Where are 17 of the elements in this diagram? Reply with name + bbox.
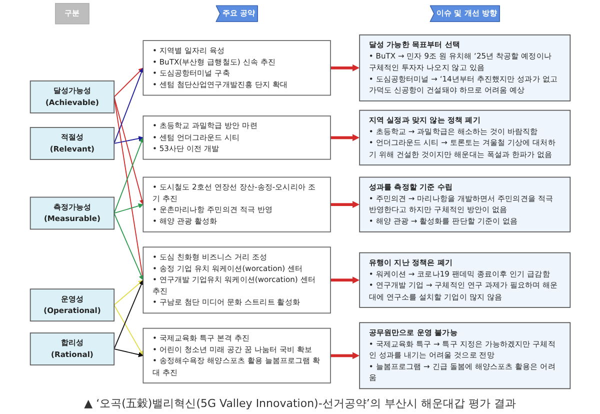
arrow bbox=[113, 203, 144, 214]
arrow bbox=[113, 280, 144, 350]
arrow bbox=[330, 276, 360, 284]
arrow bbox=[113, 136, 144, 144]
arrow bbox=[330, 134, 360, 142]
arrow bbox=[113, 304, 144, 356]
arrow bbox=[113, 137, 144, 214]
arrow bbox=[330, 64, 360, 72]
arrow bbox=[330, 352, 360, 360]
arrow bbox=[330, 201, 360, 208]
caption: ▲ ‘오곡(五穀)밸리혁신(5G Valley Innovation)-선거공약’의 부산시 해운대갑 평가 결과 bbox=[84, 397, 516, 410]
arrow bbox=[113, 96, 144, 205]
arrow bbox=[113, 280, 144, 306]
arrow bbox=[113, 68, 144, 98]
arrow bbox=[113, 348, 144, 358]
arrow bbox=[113, 212, 144, 280]
arrow bbox=[113, 68, 144, 144]
